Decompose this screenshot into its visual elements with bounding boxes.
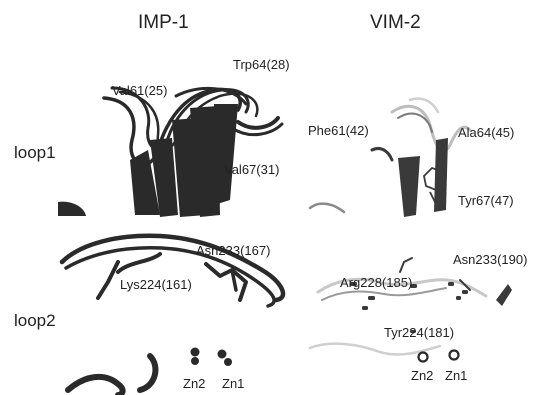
residue-label-phe61: Phe61(42): [308, 123, 369, 138]
imp1-zn2-label: Zn2: [183, 376, 205, 391]
residue-label-tyr224: Tyr224(181): [384, 325, 454, 340]
imp1-zn1-label: Zn1: [222, 376, 244, 391]
vim2-loop2-structure: [310, 258, 486, 354]
imp1-zn2-atom: [191, 348, 200, 357]
imp1-loop2-structure: [62, 236, 283, 395]
vim2-zn1-label: Zn1: [445, 368, 467, 383]
vim2-header: VIM-2: [370, 12, 421, 33]
vim2-zn2-atom: [419, 353, 428, 362]
residue-label-tyr67: Tyr67(47): [458, 193, 514, 208]
imp1-zn1-atom: [218, 350, 227, 359]
residue-label-val61: Val61(25): [112, 83, 167, 98]
residue-label-trp64: Trp64(28): [233, 57, 290, 72]
vim2-loop1-strands: [398, 138, 448, 217]
loop1-row-label: loop1: [14, 143, 56, 162]
loop2-row-label: loop2: [14, 311, 56, 330]
vim2-zn2-label: Zn2: [411, 368, 433, 383]
imp1-header: IMP-1: [138, 12, 189, 33]
residue-label-asn233-imp: Asn233(167): [196, 243, 270, 258]
residue-label-arg228: Arg228(185): [340, 275, 412, 290]
residue-label-asn233-vim: Asn233(190): [453, 252, 527, 267]
imp1-zinc-ions: [191, 348, 233, 367]
residue-label-ala64: Ala64(45): [458, 125, 514, 140]
vim2-zinc-ions: [419, 351, 459, 362]
vim2-zn1-atom: [450, 351, 459, 360]
residue-label-val67: Val67(31): [224, 162, 279, 177]
residue-label-lys224: Lys224(161): [120, 277, 192, 292]
